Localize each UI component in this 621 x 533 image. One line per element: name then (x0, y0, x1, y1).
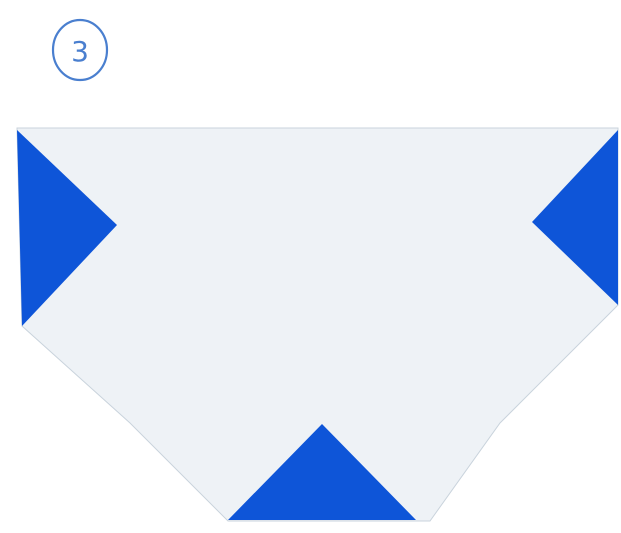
step-marker: 3 (53, 20, 107, 80)
step-number: 3 (71, 35, 89, 68)
